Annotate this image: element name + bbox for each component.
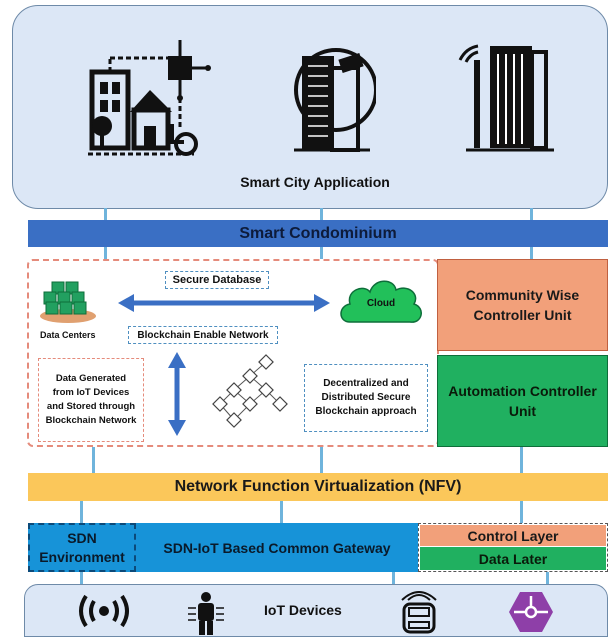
connector [280,501,283,523]
connector [80,572,83,584]
connector [392,572,395,584]
connector [320,208,323,222]
gateway-label: SDN-IoT Based Common Gateway [163,539,391,556]
connector [104,247,107,259]
wireless-tower-building-icon [458,44,554,152]
double-arrow-horizontal [118,294,330,312]
data-center-icon [40,281,96,323]
connector [104,208,107,222]
blockchain-network-label: Blockchain Enable Network [137,329,269,341]
double-arrow-vertical [168,352,186,436]
control-layer-label: Control Layer [467,527,559,544]
cloud-icon [340,280,422,323]
decentralized-box: Decentralized and Distributed Secure Blo… [304,364,428,432]
connector [530,208,533,222]
connector [546,572,549,584]
data-generated-label: Data Generated from IoT Devices and Stor… [45,373,137,426]
connector [92,447,95,473]
nfv-bar: Network Function Virtualization (NFV) [28,473,608,501]
iot-devices-label: IoT Devices [264,602,342,618]
decentralized-label: Decentralized and Distributed Secure Blo… [315,378,417,417]
blockchain-network-box: Blockchain Enable Network [128,326,278,344]
wireless-signal-icon [79,594,129,628]
skyscraper-icon [294,48,376,152]
gateway-box: SDN-IoT Based Common Gateway [136,523,418,572]
automation-controller-unit: Automation Controller Unit [437,355,608,447]
blockchain-region [27,259,439,447]
cloud-label: Cloud [366,297,396,309]
connector [520,501,523,523]
blockchain-network-icon [212,354,288,428]
smart-city-label: Smart City Application [240,174,390,190]
smart-home-circuit-icon [88,40,211,156]
data-generated-box: Data Generated from IoT Devices and Stor… [38,358,144,442]
community-controller-unit: Community Wise Controller Unit [437,259,608,351]
connector [320,247,323,259]
connector [320,447,323,473]
sdn-environment-box: SDN Environment [28,523,136,572]
hexagon-node-icon [509,592,553,632]
person-sensor-icon [188,592,224,635]
smart-condominium-label: Smart Condominium [239,224,397,242]
connector [530,247,533,259]
automation-controller-label: Automation Controller Unit [448,383,597,419]
nfv-label: Network Function Virtualization (NFV) [174,478,462,495]
car-icon [401,591,437,634]
connector [80,501,83,523]
sdn-environment-label: SDN Environment [39,529,125,565]
data-layer-label: Data Later [478,550,548,567]
layers-box [418,523,608,572]
data-layer-box: Data Later [420,547,606,570]
connector [520,447,523,473]
smart-condominium-bar: Smart Condominium [28,220,608,247]
community-controller-label: Community Wise Controller Unit [465,287,580,323]
data-centers-label: Data Centers [40,330,96,340]
control-layer-box: Control Layer [420,525,606,546]
secure-database-label: Secure Database [172,274,262,286]
secure-database-box: Secure Database [165,271,269,289]
